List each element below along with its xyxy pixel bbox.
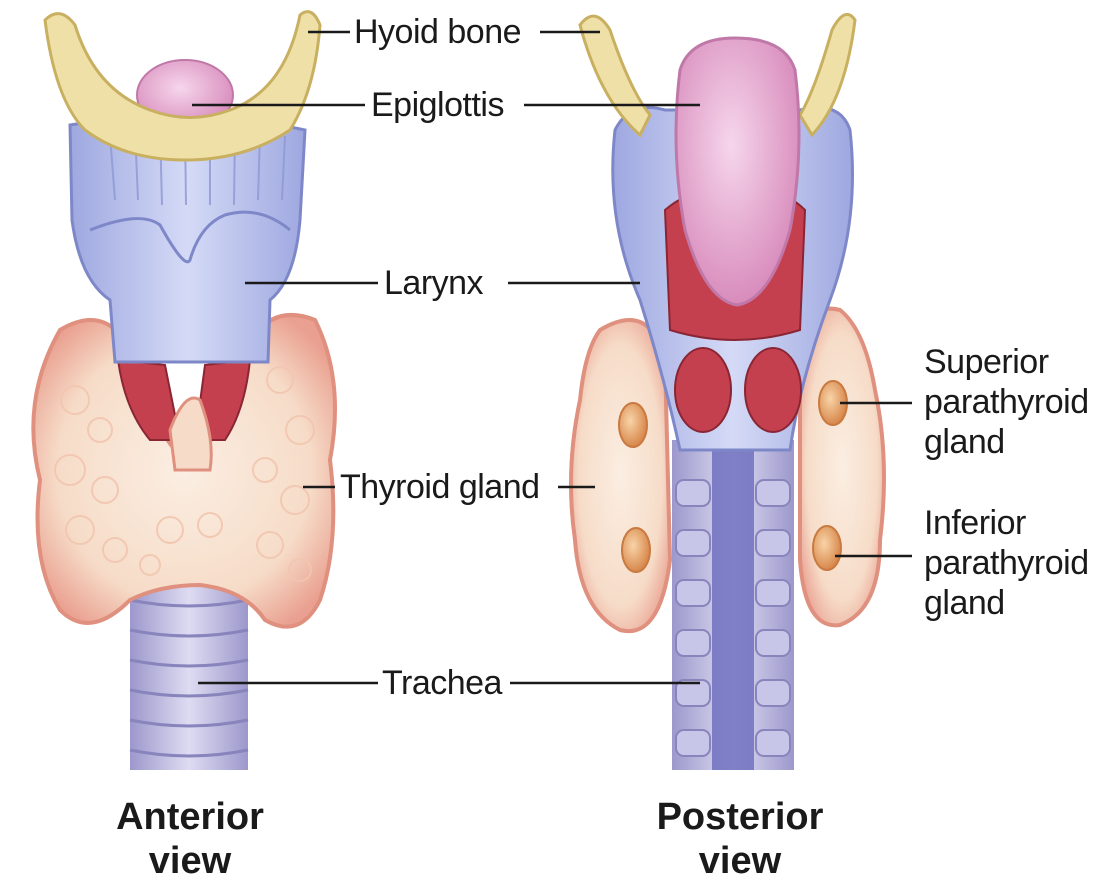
anterior-view-caption-line1: Anterior xyxy=(90,795,290,839)
superior-parathyroid-label-line1: Superior xyxy=(924,342,1089,382)
superior-parathyroid-label-line3: gland xyxy=(924,422,1089,462)
superior-parathyroid-label: Superior parathyroid gland xyxy=(924,342,1089,462)
thyroid-gland-label: Thyroid gland xyxy=(340,470,540,504)
inferior-parathyroid-left xyxy=(622,528,650,572)
inferior-parathyroid-right xyxy=(813,526,841,570)
hyoid-bone-label: Hyoid bone xyxy=(354,15,521,49)
anterior-view xyxy=(33,12,335,770)
superior-parathyroid-left xyxy=(619,403,647,447)
inferior-parathyroid-label: Inferior parathyroid gland xyxy=(924,503,1089,623)
superior-parathyroid-label-line2: parathyroid xyxy=(924,382,1089,422)
anterior-view-caption-line2: view xyxy=(90,839,290,883)
posterior-thyroid-lobe-left xyxy=(571,320,670,631)
posterior-trachea xyxy=(672,440,794,770)
inferior-parathyroid-label-line3: gland xyxy=(924,583,1089,623)
posterior-view-caption-line2: view xyxy=(630,839,850,883)
posterior-view xyxy=(571,14,884,770)
larynx-label: Larynx xyxy=(384,266,483,300)
posterior-view-caption-line1: Posterior xyxy=(630,795,850,839)
inferior-parathyroid-label-line1: Inferior xyxy=(924,503,1089,543)
anterior-view-caption: Anterior view xyxy=(90,795,290,883)
epiglottis-label: Epiglottis xyxy=(371,88,504,122)
trachea-label: Trachea xyxy=(382,666,502,700)
posterior-cricoarytenoid-right xyxy=(745,348,801,432)
inferior-parathyroid-label-line2: parathyroid xyxy=(924,543,1089,583)
posterior-cricoarytenoid-left xyxy=(675,348,731,432)
posterior-view-caption: Posterior view xyxy=(630,795,850,883)
anterior-trachea xyxy=(130,570,248,770)
